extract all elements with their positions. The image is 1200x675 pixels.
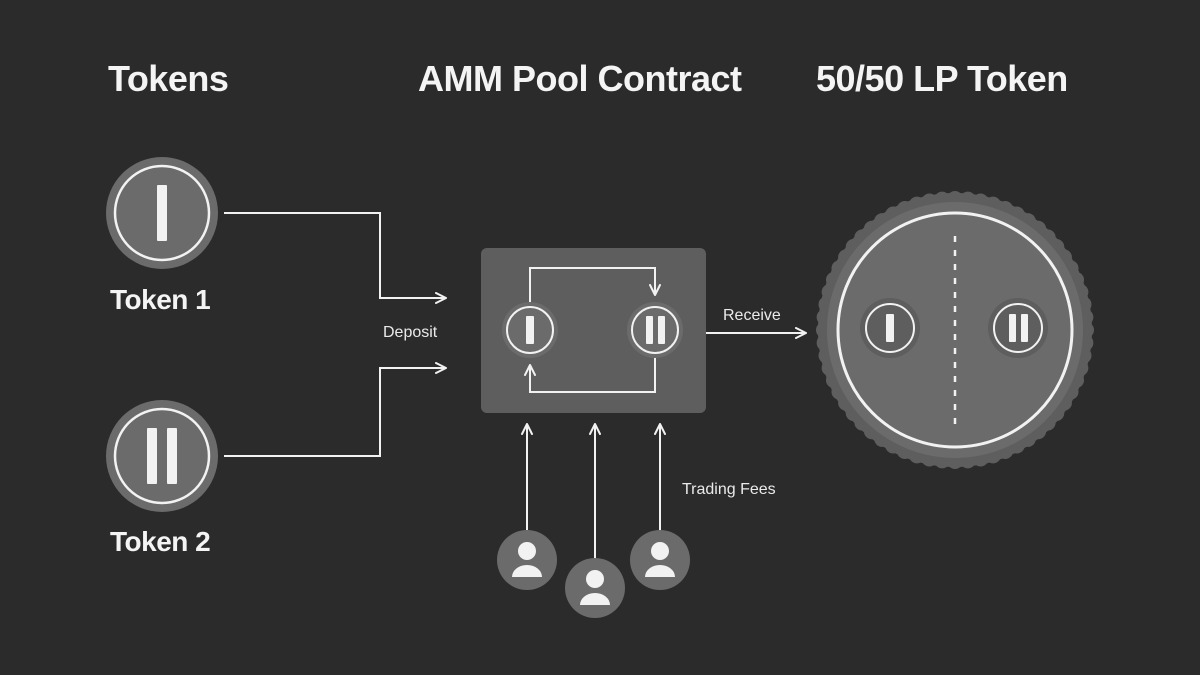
token-2-label: Token 2 <box>110 526 211 557</box>
deposit-arrow-token-2 <box>224 362 447 457</box>
deposit-label: Deposit <box>383 324 438 341</box>
lp-coin-1 <box>860 298 920 358</box>
token-1-label: Token 1 <box>110 284 211 315</box>
token-2-symbol <box>147 428 177 484</box>
token-1-symbol <box>157 185 167 241</box>
heading-tokens: Tokens <box>108 58 229 99</box>
deposit-arrow-token-1 <box>224 212 447 304</box>
pool-coin-1 <box>502 302 558 358</box>
receive-label: Receive <box>723 307 781 324</box>
lp-token-coin <box>816 191 1094 469</box>
pool-coin-2 <box>627 302 683 358</box>
user-icon <box>565 558 625 618</box>
lp-coin-2 <box>988 298 1048 358</box>
user-icon <box>497 530 557 590</box>
token-1-coin <box>106 157 218 269</box>
pool-swap-loop-bottom <box>524 355 656 393</box>
heading-lp-token: 50/50 LP Token <box>816 58 1068 99</box>
pool-swap-loop-top <box>529 267 661 330</box>
token-2-coin <box>106 400 218 512</box>
heading-amm-pool-contract: AMM Pool Contract <box>418 58 742 99</box>
trading-fees-label: Trading Fees <box>682 481 776 498</box>
user-icon <box>630 530 690 590</box>
amm-pool-box <box>481 248 706 413</box>
